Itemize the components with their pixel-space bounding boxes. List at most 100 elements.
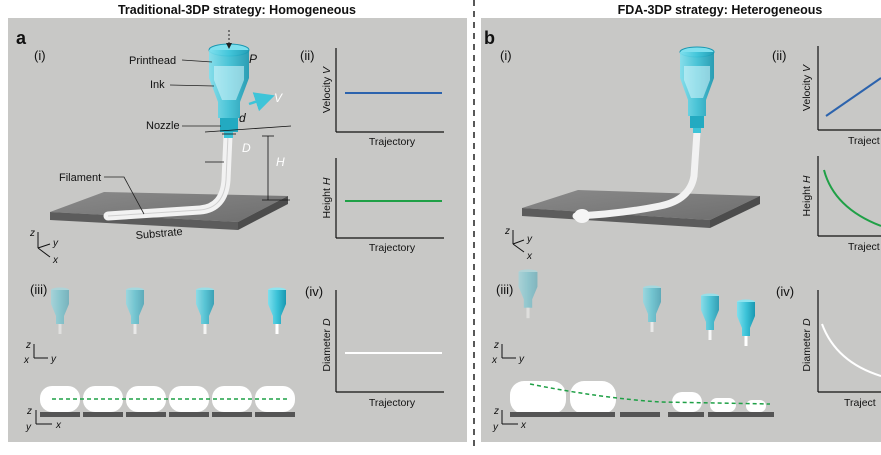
axis-x-a-i: x: [52, 255, 59, 266]
dim-d-line: [204, 125, 292, 133]
small-nozzle-b1: [643, 285, 661, 332]
base-a-3: [169, 412, 209, 417]
xlabel-trajectory-a-ii: Trajectory: [369, 136, 416, 148]
axes-triad-a-bottom: [35, 410, 52, 425]
cross-sections-a: [40, 386, 295, 417]
axis-z-b-i: z: [504, 226, 510, 237]
plot-a-velocity: [335, 48, 444, 133]
panel-label-b: b: [484, 28, 495, 48]
label-D: D: [242, 141, 251, 155]
cross-section-b-0: [510, 381, 566, 414]
axis-z-a-i: z: [29, 228, 35, 239]
filament-b: [572, 128, 701, 220]
leader-printhead: [181, 59, 213, 63]
axis-y-b-b: y: [492, 422, 499, 433]
axis-z-a-b: z: [26, 406, 32, 417]
label-ink: Ink: [150, 79, 165, 91]
base-a-4: [212, 412, 252, 417]
plot-a-diameter: [335, 290, 444, 393]
base-b-0: [510, 412, 615, 417]
label-d: d: [239, 111, 246, 125]
b-label-ii: (ii): [772, 48, 786, 63]
small-nozzle-a3: [268, 287, 286, 334]
cross-section-b-4: [746, 400, 766, 412]
xlabel-trajectory-b-ii: Traject: [848, 135, 880, 147]
xlabel-trajectory-a-ii-2: Trajectory: [369, 242, 416, 254]
label-nozzle: Nozzle: [146, 120, 180, 132]
leader-ink: [169, 84, 215, 87]
axis-x-b-b: x: [520, 420, 527, 431]
ylabel-velocity-b: Velocity V: [801, 64, 813, 111]
filament-a-edge: [107, 135, 229, 217]
plot-a-height: [335, 158, 444, 239]
a-label-ii: (ii): [300, 48, 314, 63]
nozzle-main-a: [208, 43, 250, 138]
plot-b-diameter: [817, 290, 881, 393]
base-b-4: [744, 412, 774, 417]
centerline-b: [529, 383, 771, 405]
small-nozzle-a2: [196, 287, 214, 334]
nozzle-main-b: [679, 46, 715, 133]
axes-triad-b-bottom: [501, 410, 518, 425]
axis-y-a-i: y: [52, 238, 59, 249]
base-b-2: [668, 412, 704, 417]
a-label-i: (i): [34, 48, 46, 63]
axes-triad-b-iii: [501, 344, 516, 359]
b-label-iv: (iv): [776, 284, 794, 299]
base-a-5: [255, 412, 295, 417]
axis-z-a-iii: z: [25, 340, 31, 351]
base-a-1: [83, 412, 123, 417]
axis-y-a-b: y: [25, 422, 32, 433]
title-fda: FDA-3DP strategy: Heterogeneous: [618, 3, 823, 17]
cross-section-b-3: [710, 398, 736, 412]
axis-x-b-i: x: [526, 251, 533, 262]
axes-triad-b-i: [512, 230, 525, 253]
diameter-series-b: [821, 323, 881, 377]
axes-triad-a-i: [37, 232, 51, 258]
cross-section-b-1: [570, 381, 616, 414]
small-nozzle-a1: [126, 287, 144, 334]
b-label-i: (i): [500, 48, 512, 63]
small-nozzle-a0: [51, 287, 69, 334]
ylabel-diameter-b: Diameter D: [801, 318, 813, 372]
axis-y-a-iii: y: [50, 354, 57, 365]
axis-z-b-iii: z: [493, 340, 499, 351]
label-filament: Filament: [59, 172, 101, 184]
height-series-b: [823, 169, 881, 227]
base-a-2: [126, 412, 166, 417]
panel-label-a: a: [16, 28, 27, 48]
leader-filament: [104, 176, 145, 215]
nozzle-row-b: [518, 269, 755, 346]
axis-y-b-i: y: [526, 234, 533, 245]
velocity-arrow: [248, 92, 275, 112]
title-traditional: Traditional-3DP strategy: Homogeneous: [118, 3, 356, 17]
label-substrate: Substrate: [135, 226, 183, 242]
axis-x-a-iii: x: [23, 355, 30, 366]
velocity-series-b: [825, 77, 881, 117]
small-nozzle-b0: [518, 269, 538, 319]
substrate-b: [522, 190, 760, 228]
cross-section-b-2: [672, 392, 702, 412]
xlabel-trajectory-b-ii-2: Traject: [848, 241, 880, 253]
ylabel-height-a: Height H: [321, 177, 333, 218]
cross-sections-b: [510, 381, 774, 417]
label-printhead: Printhead: [129, 55, 176, 67]
small-nozzle-b3: [737, 299, 755, 346]
a-label-iv: (iv): [305, 284, 323, 299]
plot-b-velocity: [817, 46, 881, 131]
nozzle-row-a: [51, 287, 286, 334]
ylabel-velocity-a: Velocity V: [321, 66, 333, 113]
xlabel-trajectory-b-iv: Traject: [844, 397, 876, 409]
panel-b-background: [481, 18, 881, 442]
xlabel-trajectory-a-iv: Trajectory: [369, 397, 416, 409]
axes-triad-a-iii: [33, 344, 48, 359]
label-P: P: [249, 52, 257, 66]
label-V: V: [274, 91, 283, 105]
cross-section-a-4: [212, 386, 252, 412]
small-nozzle-b2: [701, 293, 719, 340]
ylabel-diameter-a: Diameter D: [321, 318, 333, 372]
base-b-1: [620, 412, 660, 417]
base-b-3: [708, 412, 744, 417]
b-label-iii: (iii): [496, 282, 513, 297]
